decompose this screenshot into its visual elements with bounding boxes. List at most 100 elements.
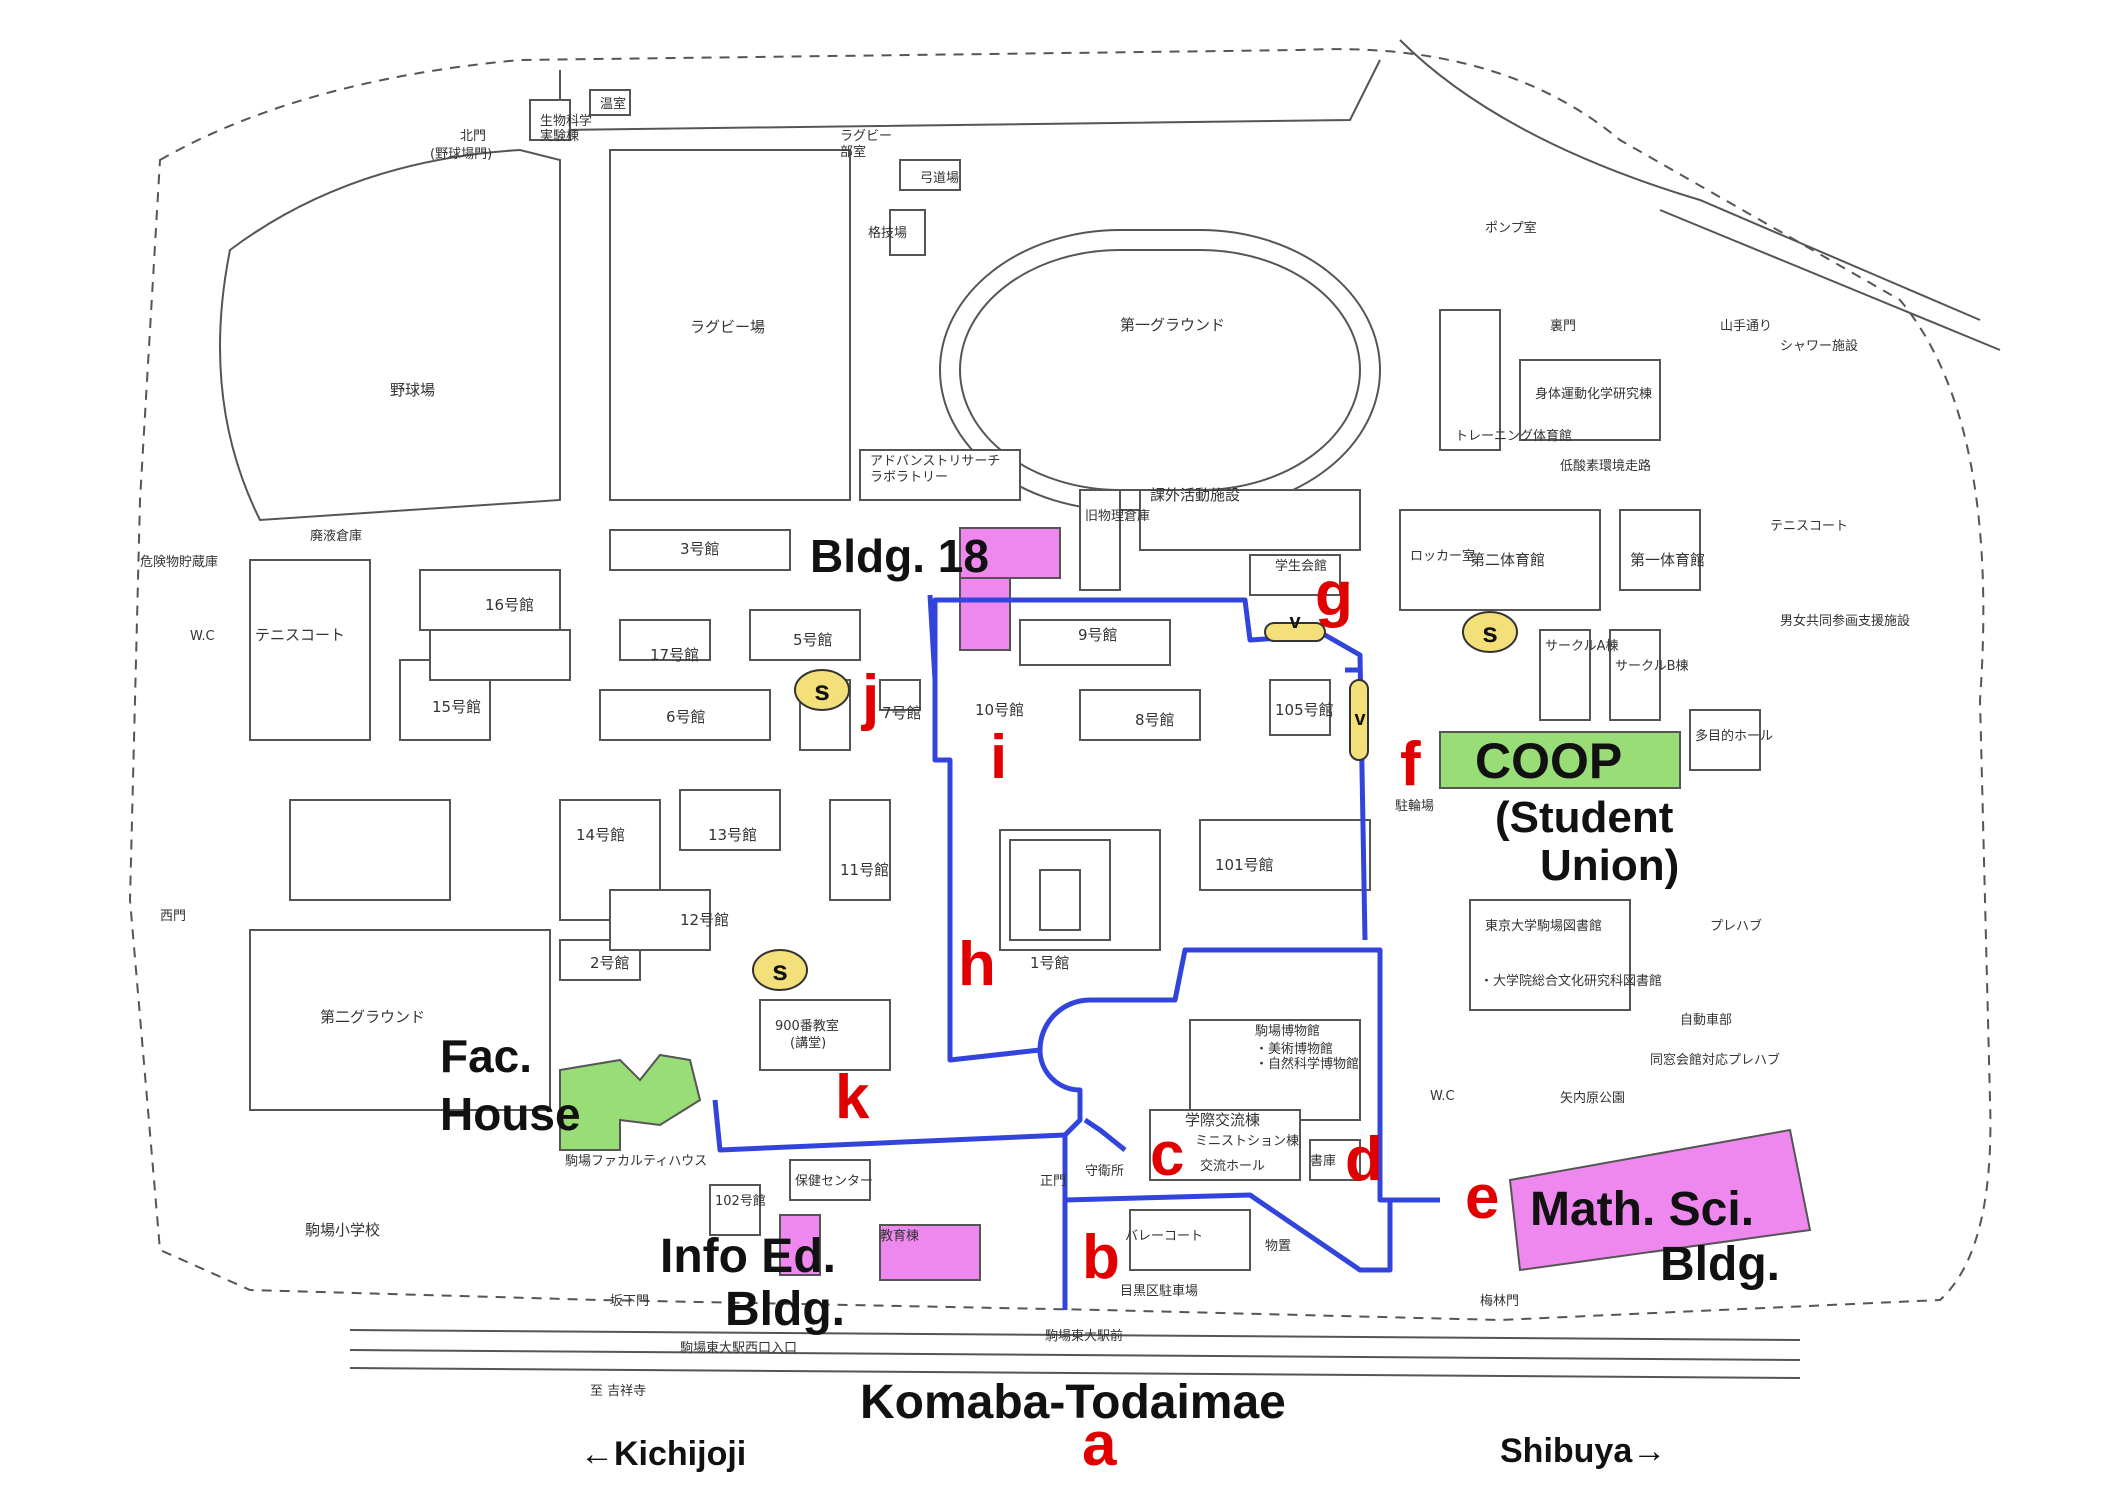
label-health: 保健センター	[795, 1174, 873, 1189]
label-yanaihara: 矢内原公園	[1560, 1090, 1625, 1106]
label-b13: 13号館	[708, 826, 757, 844]
label-library2: ・大学院総合文化研究科図書館	[1480, 973, 1662, 989]
label-math-1: Math. Sci.	[1530, 1183, 1754, 1236]
label-faculty-house: 駒場ファカルティハウス	[565, 1154, 707, 1169]
label-shibuya: Shibuya→	[1500, 1432, 1666, 1470]
label-b10: 10号館	[975, 701, 1024, 719]
label-volley: バレーコート	[1125, 1229, 1203, 1244]
label-shower: シャワー施設	[1780, 338, 1858, 354]
label-warehouse: 書庫	[1310, 1154, 1336, 1169]
label-advanced2: ラボラトリー	[870, 470, 948, 485]
label-ground2: 第二グラウンド	[320, 1008, 425, 1026]
label-intl2: ミニストション棟	[1195, 1134, 1299, 1149]
label-gender: 男女共同参画支援施設	[1780, 613, 1910, 629]
label-main-gate: 正門	[1040, 1174, 1066, 1189]
label-ground1: 第一グラウンド	[1120, 316, 1225, 334]
label-b16: 16号館	[485, 596, 534, 614]
label-b102: 102号館	[715, 1194, 766, 1209]
info-ed-highlight	[779, 1214, 821, 1276]
label-b12: 12号館	[680, 911, 729, 929]
label-west-entrance: 駒場東大駅西口入口	[680, 1340, 797, 1356]
label-b5: 5号館	[793, 631, 833, 649]
label-meguro-parking: 目黒区駐車場	[1120, 1284, 1198, 1299]
label-bio2: 実験棟	[540, 128, 579, 144]
label-extracurricular: 課外活動施設	[1150, 486, 1240, 504]
label-elementary: 駒場小学校	[305, 1221, 380, 1239]
label-b900: 900番教室	[775, 1018, 839, 1034]
label-gym2: 第二体育館	[1470, 551, 1545, 569]
label-greenhouse: 温室	[600, 96, 626, 112]
label-hypoxia: 低酸素環境走路	[1560, 458, 1651, 474]
label-bio: 生物科学	[540, 113, 592, 129]
marker-b: b	[1082, 1223, 1120, 1292]
faculty-house-highlight	[559, 1053, 702, 1151]
label-hazard: 危険物貯蔵庫	[140, 555, 218, 570]
label-intl3: 交流ホール	[1200, 1158, 1265, 1174]
vending-badge-2	[1349, 679, 1369, 761]
label-rugby-club: ラグビー	[840, 129, 892, 144]
label-north-gate: 北門	[460, 129, 486, 144]
label-bldg-18: Bldg. 18	[810, 530, 989, 582]
label-circle-a: サークルA棟	[1545, 639, 1619, 654]
label-intl: 学際交流棟	[1185, 1111, 1260, 1129]
label-museum: 駒場博物館	[1255, 1024, 1320, 1039]
shop-badge-1-label: s	[814, 675, 830, 706]
label-martial: 格技場	[868, 225, 907, 241]
label-tennis-left: テニスコート	[255, 626, 345, 644]
label-rugby-club2: 部室	[840, 144, 866, 160]
baseball-field	[219, 148, 561, 522]
label-b7: 7号館	[882, 704, 922, 722]
label-info-1: Info Ed.	[660, 1230, 836, 1283]
label-to-kichijoji: 至 吉祥寺	[590, 1384, 646, 1399]
badges: s s s v v	[752, 611, 1518, 991]
label-baseball: 野球場	[390, 381, 435, 399]
label-b9: 9号館	[1078, 626, 1118, 644]
label-storage: 物置	[1265, 1239, 1291, 1254]
label-hall: 多目的ホール	[1695, 728, 1773, 744]
label-b14: 14号館	[576, 826, 625, 844]
marker-k: k	[835, 1063, 870, 1132]
route-letters: a b c d e f g h i j k	[835, 560, 1499, 1479]
english-labels: Bldg. 18 COOP (Student Union) Fac. House…	[440, 530, 1780, 1473]
marker-a: a	[1082, 1410, 1117, 1479]
label-b3: 3号館	[680, 540, 720, 558]
marker-d: d	[1345, 1125, 1383, 1194]
label-b6: 6号館	[666, 708, 706, 726]
label-b101: 101号館	[1215, 856, 1274, 874]
roads	[128, 39, 2001, 1379]
fields	[219, 148, 1381, 1111]
label-b105: 105号館	[1275, 701, 1334, 719]
label-training: トレーニング体育館	[1455, 428, 1572, 444]
label-circle-b: サークルB棟	[1615, 659, 1689, 674]
label-wc: W.C	[190, 629, 215, 644]
marker-c: c	[1150, 1120, 1184, 1189]
label-waste: 廃液倉庫	[310, 528, 362, 544]
label-museum3: ・自然科学博物館	[1255, 1056, 1359, 1072]
label-student-union-2: Union)	[1540, 841, 1679, 890]
label-prefab: プレハブ	[1710, 918, 1762, 934]
label-b8: 8号館	[1135, 711, 1175, 729]
label-locker: ロッカー室	[1410, 548, 1475, 564]
vending-badge-1	[1264, 622, 1326, 642]
label-back-gate: 裏門	[1550, 319, 1576, 334]
ground-2	[249, 929, 551, 1111]
label-advanced: アドバンストリサーチ	[870, 454, 1000, 469]
label-student-hall: 学生会館	[1275, 558, 1327, 574]
highlighted-buildings	[559, 527, 1812, 1281]
label-sports-lab: 身体運動化学研究棟	[1535, 386, 1652, 402]
label-rugby-field: ラグビー場	[690, 318, 765, 336]
buildings	[249, 89, 1761, 1271]
shop-badge-1	[794, 669, 850, 711]
label-info-2: Bldg.	[725, 1283, 845, 1336]
math-sci-highlight	[1508, 1128, 1812, 1272]
label-b15: 15号館	[432, 698, 481, 716]
label-b11: 11号館	[840, 861, 889, 879]
label-b1: 1号館	[1030, 954, 1070, 972]
label-car-dept: 自動車部	[1680, 1013, 1732, 1028]
shop-badge-3-label: s	[772, 955, 788, 986]
label-museum2: ・美術博物館	[1255, 1042, 1333, 1057]
label-west-gate: 西門	[160, 909, 186, 924]
vending-badge-2-label: v	[1354, 708, 1366, 730]
japanese-labels: 北門 (野球場門) 生物科学 実験棟 温室 ラグビー 部室 弓道場 格技場 ラグ…	[140, 96, 1910, 1399]
